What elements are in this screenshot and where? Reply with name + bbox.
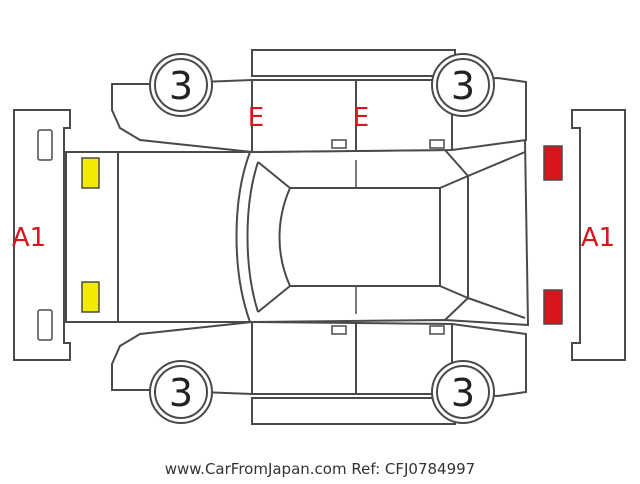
headlamps xyxy=(81,157,100,313)
grade-label: 3 xyxy=(169,371,193,415)
rear-bumper-damage-mark: A1 xyxy=(581,223,615,253)
left-front-door-damage-mark: E xyxy=(248,103,264,133)
front-bumper-damage-mark: A1 xyxy=(12,223,46,253)
left-rear-door-damage-mark: E xyxy=(353,103,369,133)
headlamp-lower xyxy=(81,281,100,313)
taillamp-upper xyxy=(543,145,563,181)
grade-label: 3 xyxy=(169,64,193,108)
watermark-text: www.CarFromJapan.com Ref: CFJ0784997 xyxy=(165,460,475,478)
right-side-view xyxy=(111,320,527,425)
grade-label: 3 xyxy=(451,64,475,108)
rear-left-wheel: 3 xyxy=(431,53,495,117)
car-body-top-view xyxy=(65,138,530,327)
rear-right-wheel: 3 xyxy=(431,360,495,424)
headlamp-upper xyxy=(81,157,100,189)
front-left-wheel: 3 xyxy=(149,53,213,117)
taillamp-lower xyxy=(543,289,563,325)
front-right-wheel: 3 xyxy=(149,360,213,424)
front-bumper xyxy=(13,109,71,361)
rear-bumper xyxy=(571,109,626,361)
taillamps xyxy=(543,145,563,325)
grade-label: 3 xyxy=(451,371,475,415)
left-side-view xyxy=(111,49,527,154)
